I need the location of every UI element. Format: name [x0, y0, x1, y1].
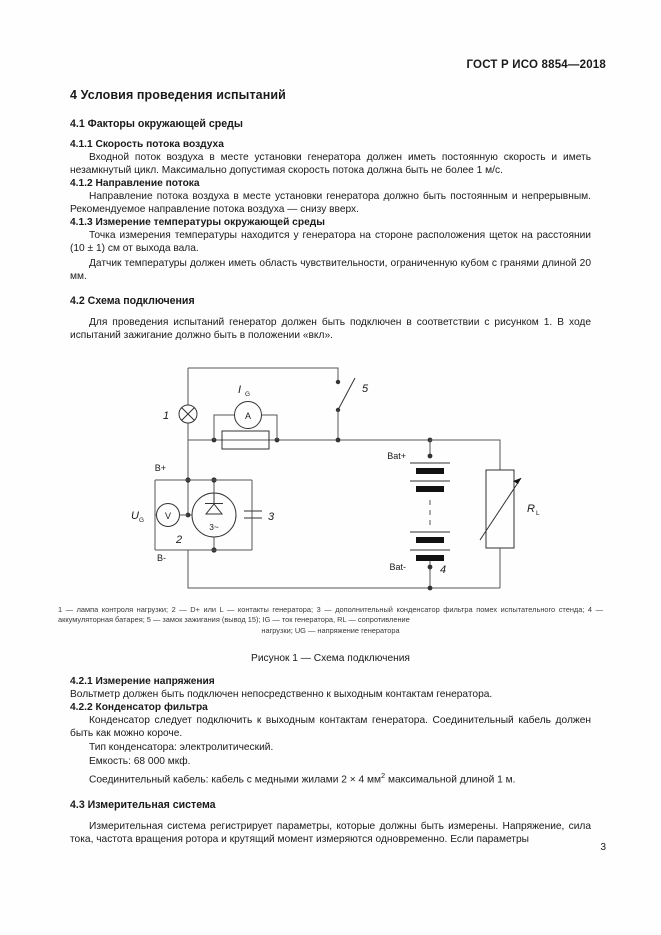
paragraph-4-1-3-b: Датчик температуры должен иметь область … — [70, 257, 591, 282]
heading-section-4-2: 4.2 Схема подключения — [70, 294, 195, 307]
paragraph-4-2-2-b: Тип конденсатора: электролитический. — [89, 742, 274, 754]
paragraph-4-3: Измерительная система регистрирует парам… — [70, 820, 591, 846]
paragraph-4-1-2: Направление потока воздуха в месте устан… — [70, 191, 591, 216]
label-generator-phases: 3~ — [209, 522, 219, 532]
label-terminal-b-plus: B+ — [155, 463, 166, 473]
figure-legend-main: 1 — лампа контроля нагрузки; 2 — D+ или … — [58, 605, 603, 625]
figure-legend-lastline: нагрузки; UG — напряжение генератора — [261, 625, 400, 635]
heading-section-4-1: 4.1 Факторы окружающей среды — [70, 118, 243, 130]
running-header: ГОСТ Р ИСО 8854—2018 — [466, 59, 606, 71]
heading-section-4-1-3: 4.1.3 Измерение температуры окружающей с… — [70, 217, 325, 229]
heading-section-4-1-2: 4.1.2 Направление потока — [70, 178, 200, 190]
paragraph-4-1-3-a: Точка измерения температуры находится у … — [70, 230, 591, 255]
lower-text-column: 4.2.1 Измерение напряжения Вольтметр дол… — [70, 676, 591, 847]
cable-spec-pre: Соединительный кабель: кабель с медными … — [89, 774, 382, 786]
heading-section-4: 4 Условия проведения испытаний — [70, 88, 286, 102]
label-item-1: 1 — [163, 410, 169, 422]
heading-section-4-2-1: 4.2.1 Измерение напряжения — [70, 676, 215, 687]
heading-section-4-2-2: 4.2.2 Конденсатор фильтра — [70, 702, 208, 714]
page-number: 3 — [600, 842, 606, 853]
label-current-subscript: G — [245, 391, 250, 398]
figure-legend: 1 — лампа контроля нагрузки; 2 — D+ или … — [58, 605, 603, 636]
paragraph-4-2: Для проведения испытаний генератор долже… — [70, 316, 591, 341]
label-load-symbol: R — [527, 503, 535, 515]
label-voltmeter: V — [165, 511, 171, 521]
label-battery-plus: Bat+ — [387, 451, 406, 461]
cable-spec-superscript: 2 — [381, 771, 386, 781]
label-item-5: 5 — [362, 383, 369, 395]
paragraph-4-2-2-d: Соединительный кабель: кабель с медными … — [70, 769, 591, 786]
paragraph-4-2-2-a: Конденсатор следует подключить к выходны… — [70, 715, 591, 740]
figure-1: 1 5 A I G — [0, 360, 661, 664]
label-current-symbol: I — [238, 384, 241, 396]
label-load-subscript: L — [536, 510, 540, 517]
label-voltage-symbol: U — [131, 510, 139, 522]
heading-section-4-1-1: 4.1.1 Скорость потока воздуха — [70, 139, 224, 150]
paragraph-4-2-2-c: Емкость: 68 000 мкф. — [89, 756, 191, 768]
label-ammeter: A — [245, 411, 251, 421]
label-item-3: 3 — [268, 511, 275, 523]
label-item-2: 2 — [175, 534, 182, 546]
label-terminal-b-minus: B- — [157, 553, 166, 563]
label-item-4: 4 — [440, 564, 446, 576]
figure-caption: Рисунок 1 — Схема подключения — [251, 653, 410, 665]
paragraph-4-2-1: Вольтметр должен быть подключен непосред… — [70, 689, 493, 700]
label-voltage-subscript: G — [139, 517, 144, 524]
label-battery-minus: Bat- — [389, 562, 406, 572]
paragraph-4-1-1: Входной поток воздуха в месте установки … — [70, 152, 591, 177]
heading-section-4-3: 4.3 Измерительная система — [70, 798, 216, 811]
circuit-diagram: 1 5 A I G — [0, 360, 661, 605]
upper-text-column: 4 Условия проведения испытаний 4.1 Факто… — [70, 88, 591, 343]
cable-spec-post: максимальной длиной 1 м. — [385, 774, 516, 786]
